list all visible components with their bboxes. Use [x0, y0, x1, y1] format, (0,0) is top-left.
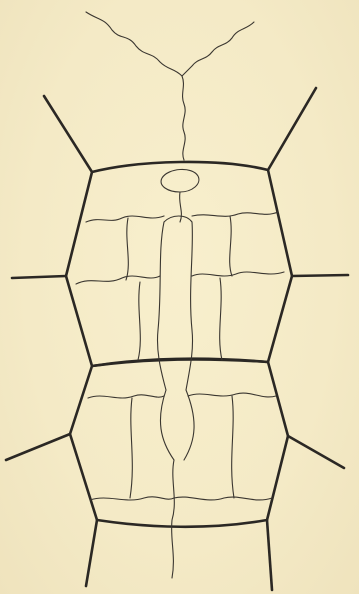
spine-bottom-right [267, 520, 272, 590]
suture-upper-2-left [76, 276, 160, 284]
spine-upper-left [44, 96, 92, 172]
suture-vertical-upper-right [220, 216, 232, 360]
spine-upper-right [268, 88, 316, 170]
suture-upper-2-right [192, 272, 284, 276]
lower-segment-outline [70, 359, 288, 526]
spine-mid-right [292, 275, 348, 276]
suture-vertical-lower-left [130, 398, 132, 498]
spine-lower-left [6, 434, 70, 460]
spine-mid-left [12, 276, 66, 278]
upper-segment-outline [66, 162, 292, 366]
suture-upper-1-right [192, 212, 278, 216]
antenna-right [182, 22, 254, 76]
suture-lower-2-right [174, 497, 272, 500]
central-column-upper [157, 222, 192, 390]
antenna-left [86, 12, 182, 76]
central-column-lower [160, 390, 194, 578]
suture-vertical-lower-right [232, 396, 234, 498]
suture-upper-1-left [86, 216, 164, 222]
antenna-stem [182, 76, 185, 160]
suture-lower-2-left [90, 497, 174, 500]
spine-bottom-left [86, 520, 97, 586]
suture-vertical-upper-left [126, 218, 140, 360]
central-oval [161, 169, 199, 192]
suture-lower-1-left [88, 395, 164, 398]
central-column-top-link [164, 192, 192, 222]
spine-lower-right [288, 436, 344, 468]
